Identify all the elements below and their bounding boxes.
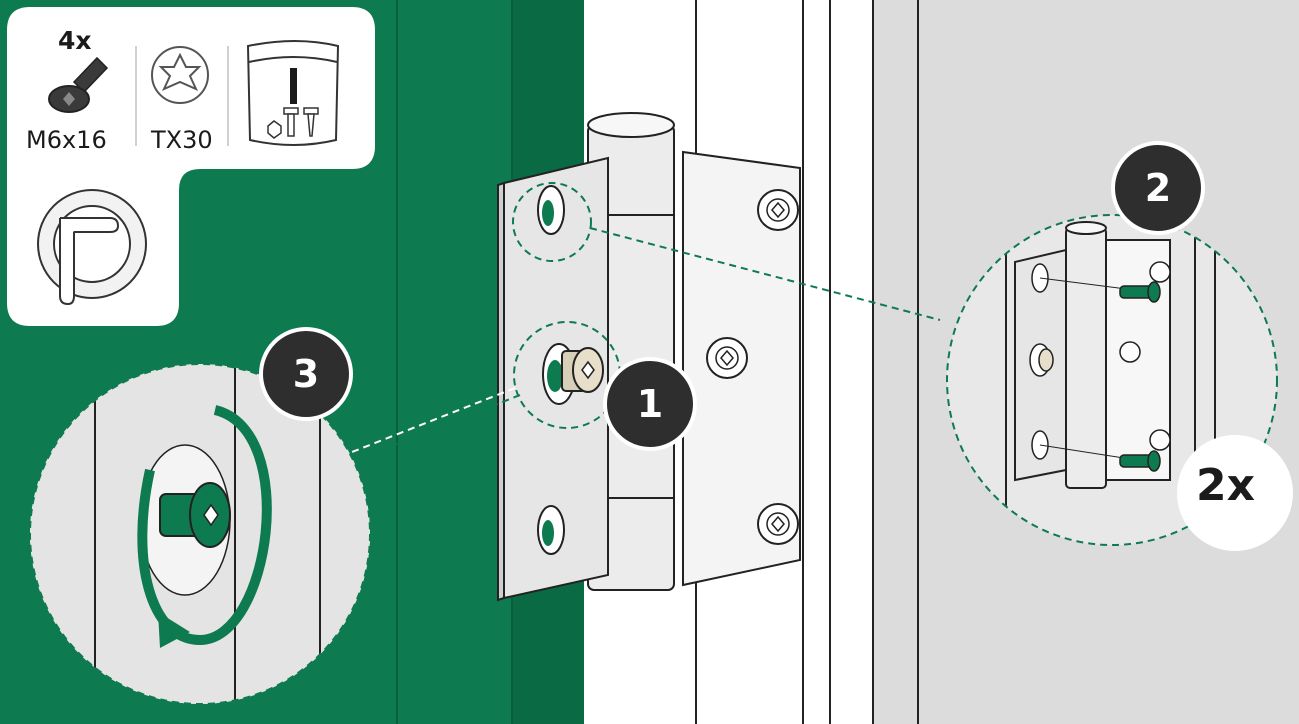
hardware-bag-icon (248, 41, 338, 145)
multiplier-label: 2x (1196, 460, 1255, 511)
frame-screw-middle (707, 338, 747, 378)
step-badge-3: 3 (266, 334, 346, 414)
torx-bit-icon (152, 47, 208, 103)
frame-screw-bottom (758, 504, 798, 544)
screw-size-label: M6x16 (26, 126, 107, 154)
screw-quantity: 4x (58, 26, 92, 55)
frame-screw-top (758, 190, 798, 230)
bit-size-label: TX30 (151, 126, 213, 154)
step-badge-2: 2 (1118, 148, 1198, 228)
hinge-frame-leaf (683, 152, 800, 585)
step-badge-1: 1 (610, 364, 690, 444)
